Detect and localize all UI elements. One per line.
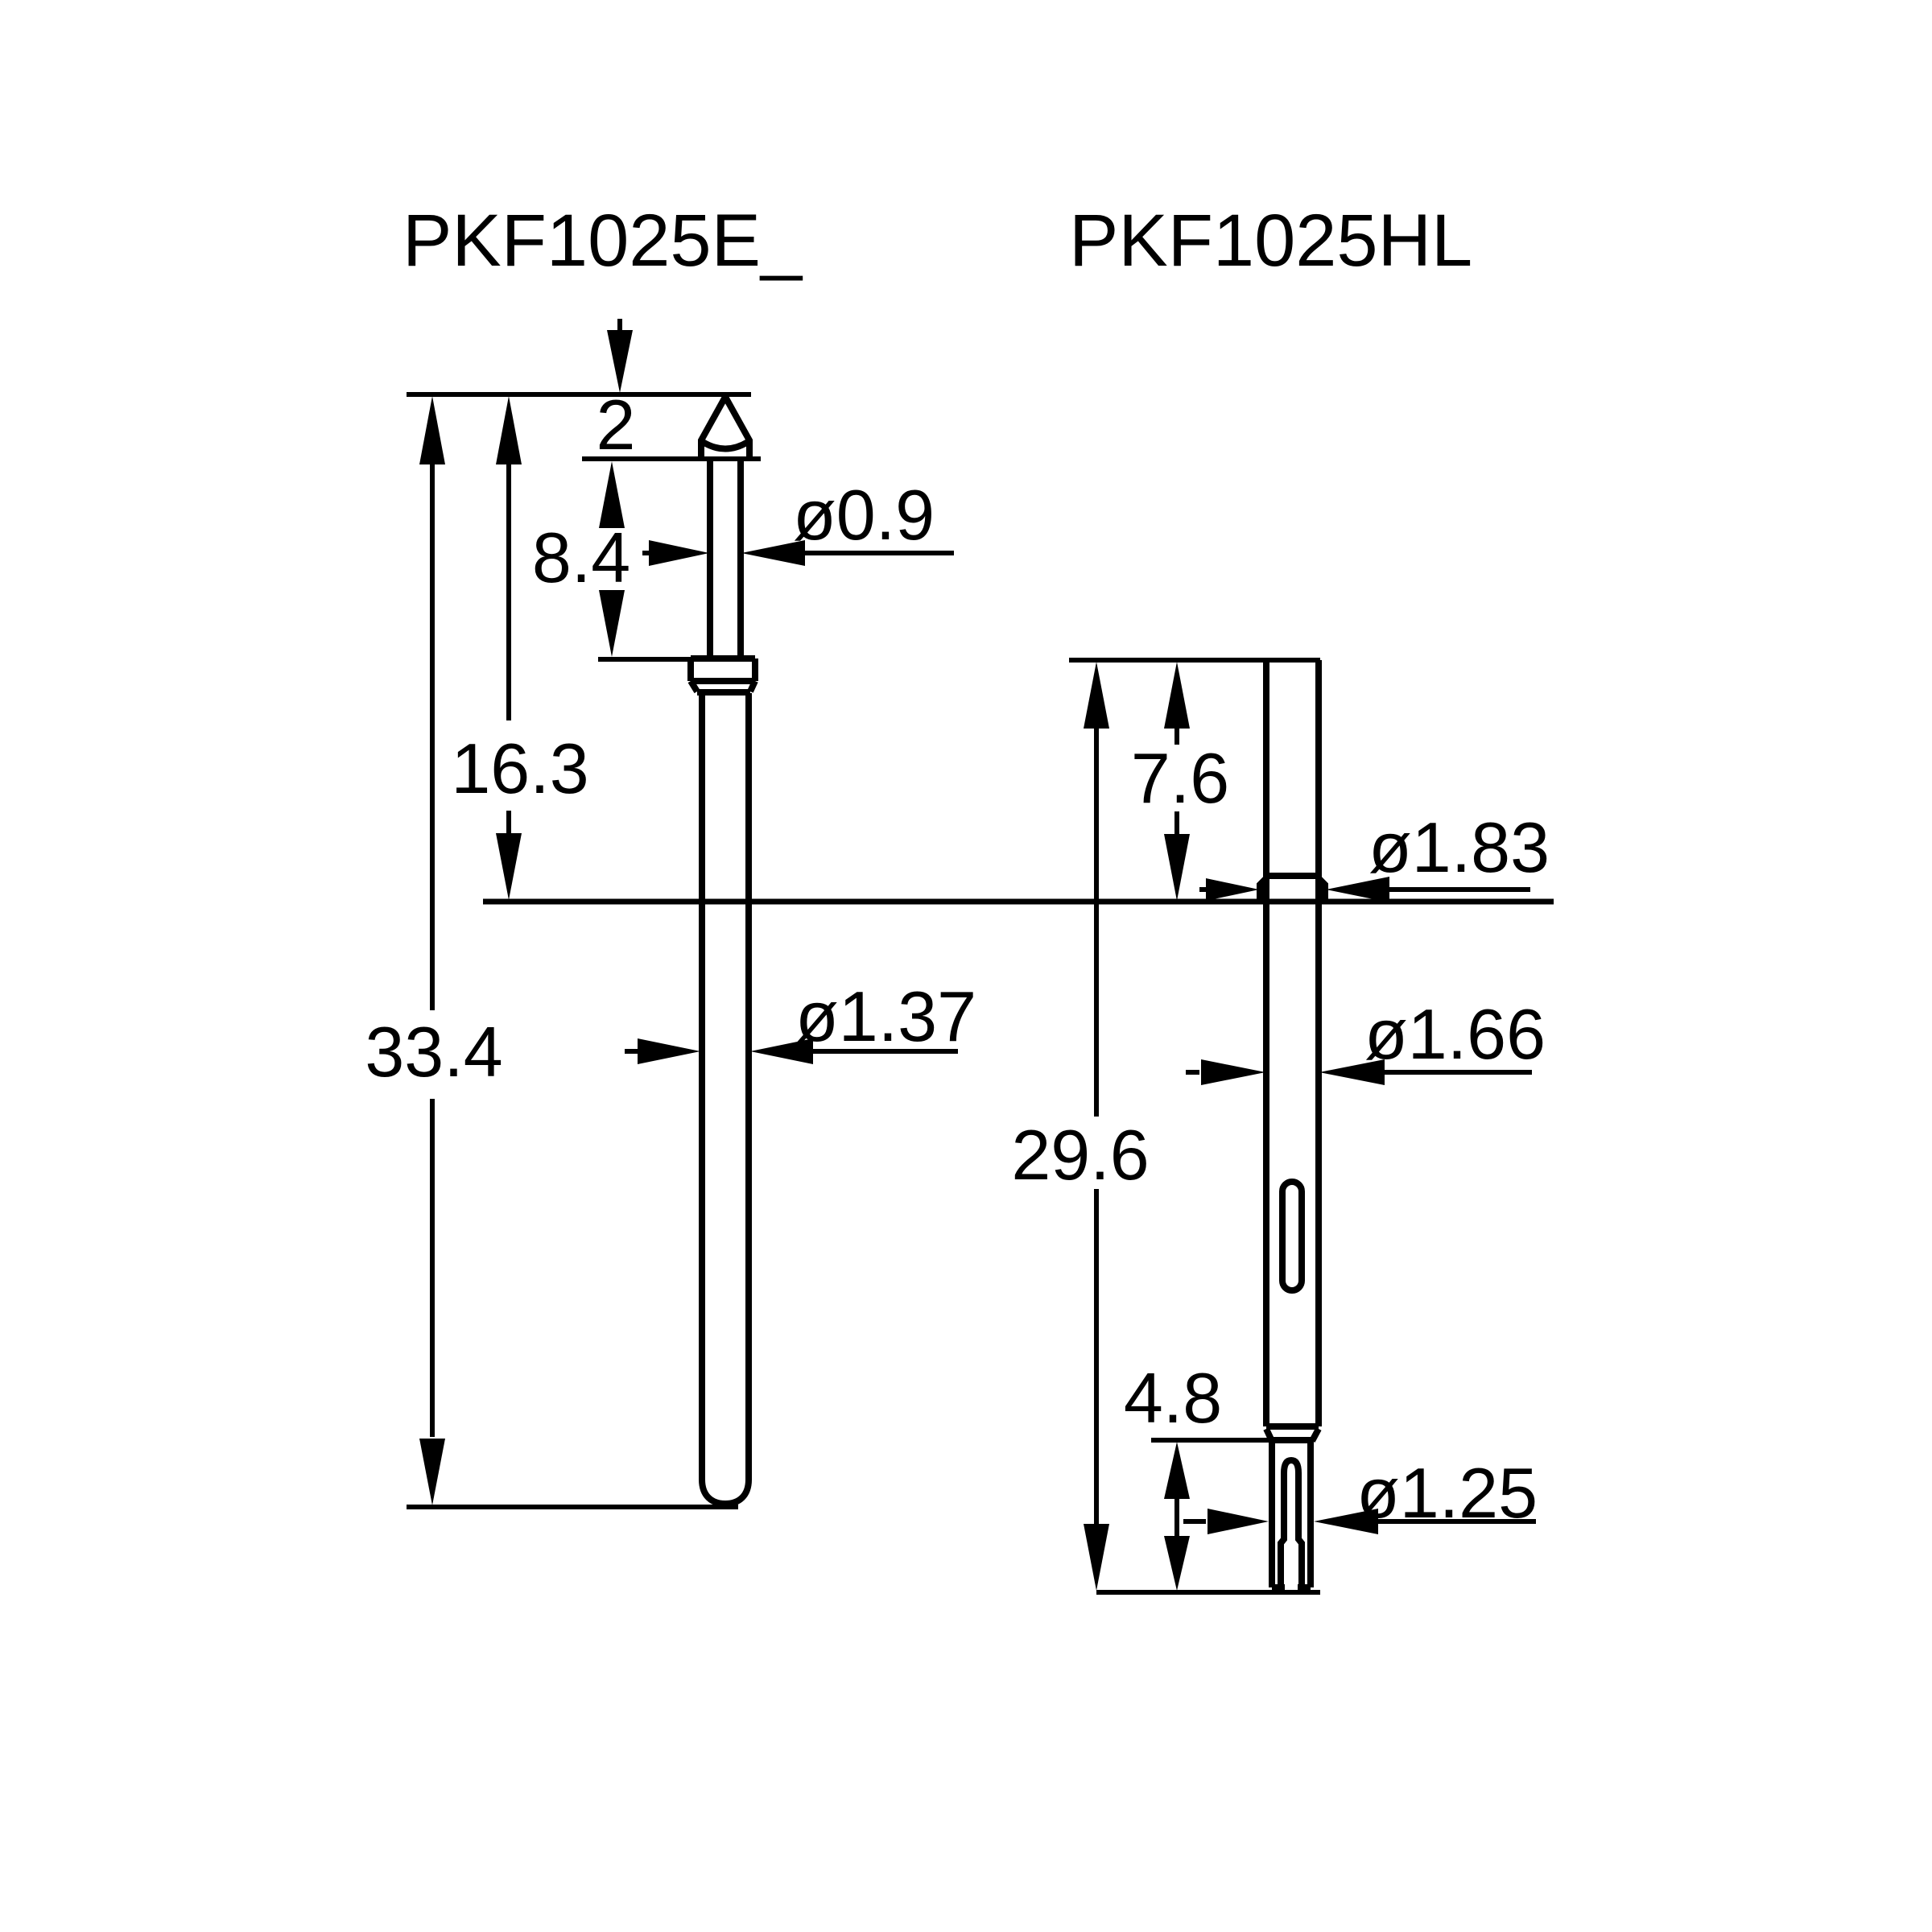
right-probe-outline — [1257, 660, 1328, 1591]
dia-1-83-label: ø1.83 — [1368, 807, 1550, 887]
right-probe-title: PKF1025HL — [1069, 200, 1472, 282]
dia-1-66-label: ø1.66 — [1364, 994, 1546, 1074]
dia-0-9-label: ø0.9 — [793, 475, 935, 555]
dia-1-25-label: ø1.25 — [1356, 1453, 1538, 1533]
left-probe-drawing: PKF1025E_ — [365, 200, 976, 1509]
right-probe-drawing: PKF1025HL — [1011, 200, 1550, 1595]
left-probe-dimension-lines — [407, 319, 958, 1509]
dia-1-37-label: ø1.37 — [795, 976, 976, 1056]
dim-16-3-label: 16.3 — [451, 729, 588, 808]
dim-33-4-label: 33.4 — [365, 1012, 502, 1092]
dim-4-8-label: 4.8 — [1124, 1358, 1222, 1438]
dim-7-6-label: 7.6 — [1131, 738, 1229, 818]
right-probe-arrowheads — [1084, 662, 1389, 1591]
left-probe-outline — [687, 395, 758, 1508]
left-probe-arrowheads — [419, 330, 813, 1505]
dim-29-6-label: 29.6 — [1011, 1115, 1149, 1195]
dim-2-label: 2 — [597, 385, 636, 464]
left-probe-title: PKF1025E_ — [402, 200, 803, 282]
dim-8-4-label: 8.4 — [532, 518, 630, 597]
